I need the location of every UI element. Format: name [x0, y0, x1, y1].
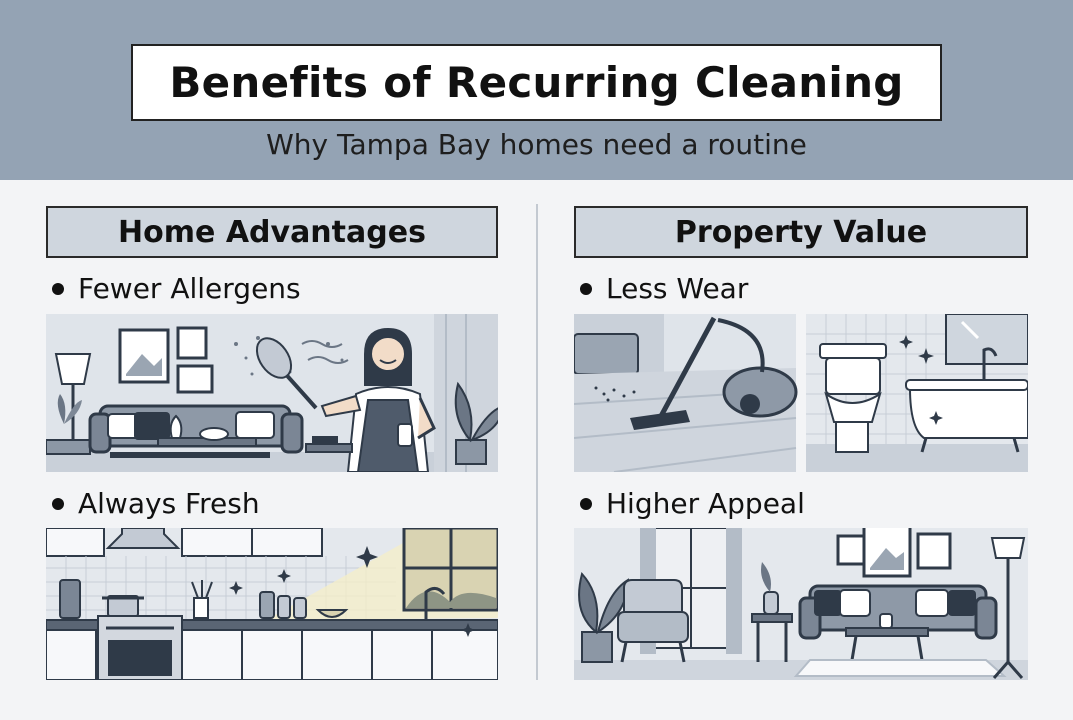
bullet-label: Always Fresh [78, 487, 260, 520]
bullet-label: Fewer Allergens [78, 272, 301, 305]
section-heading-property-value: Property Value [574, 206, 1028, 258]
vacuum-and-bathroom-illustration [574, 314, 1028, 472]
page-title: Benefits of Recurring Cleaning [169, 58, 904, 107]
bullet-label: Less Wear [606, 272, 749, 305]
header-banner: Benefits of Recurring Cleaning Why Tampa… [0, 0, 1073, 180]
bullet-dot [52, 282, 64, 295]
column-divider [536, 204, 538, 680]
bullet-dot [580, 497, 592, 510]
bullet-fewer-allergens: Fewer Allergens [52, 272, 301, 305]
title-box: Benefits of Recurring Cleaning [131, 44, 942, 121]
section-heading-home-advantages: Home Advantages [46, 206, 498, 258]
section-heading-label: Property Value [674, 214, 928, 250]
bullet-less-wear: Less Wear [580, 272, 748, 305]
bullet-dot [580, 282, 592, 295]
living-room-dusting-illustration [46, 314, 498, 472]
section-heading-label: Home Advantages [118, 214, 426, 250]
bullet-always-fresh: Always Fresh [52, 487, 274, 520]
bullet-higher-appeal: Higher Appeal [580, 487, 819, 520]
page-subtitle: Why Tampa Bay homes need a routine [266, 128, 807, 161]
bullet-label: Higher Appeal [606, 487, 805, 520]
bullet-dot [52, 497, 64, 510]
staged-living-room-illustration [574, 528, 1028, 680]
kitchen-sunlight-illustration [46, 528, 498, 680]
